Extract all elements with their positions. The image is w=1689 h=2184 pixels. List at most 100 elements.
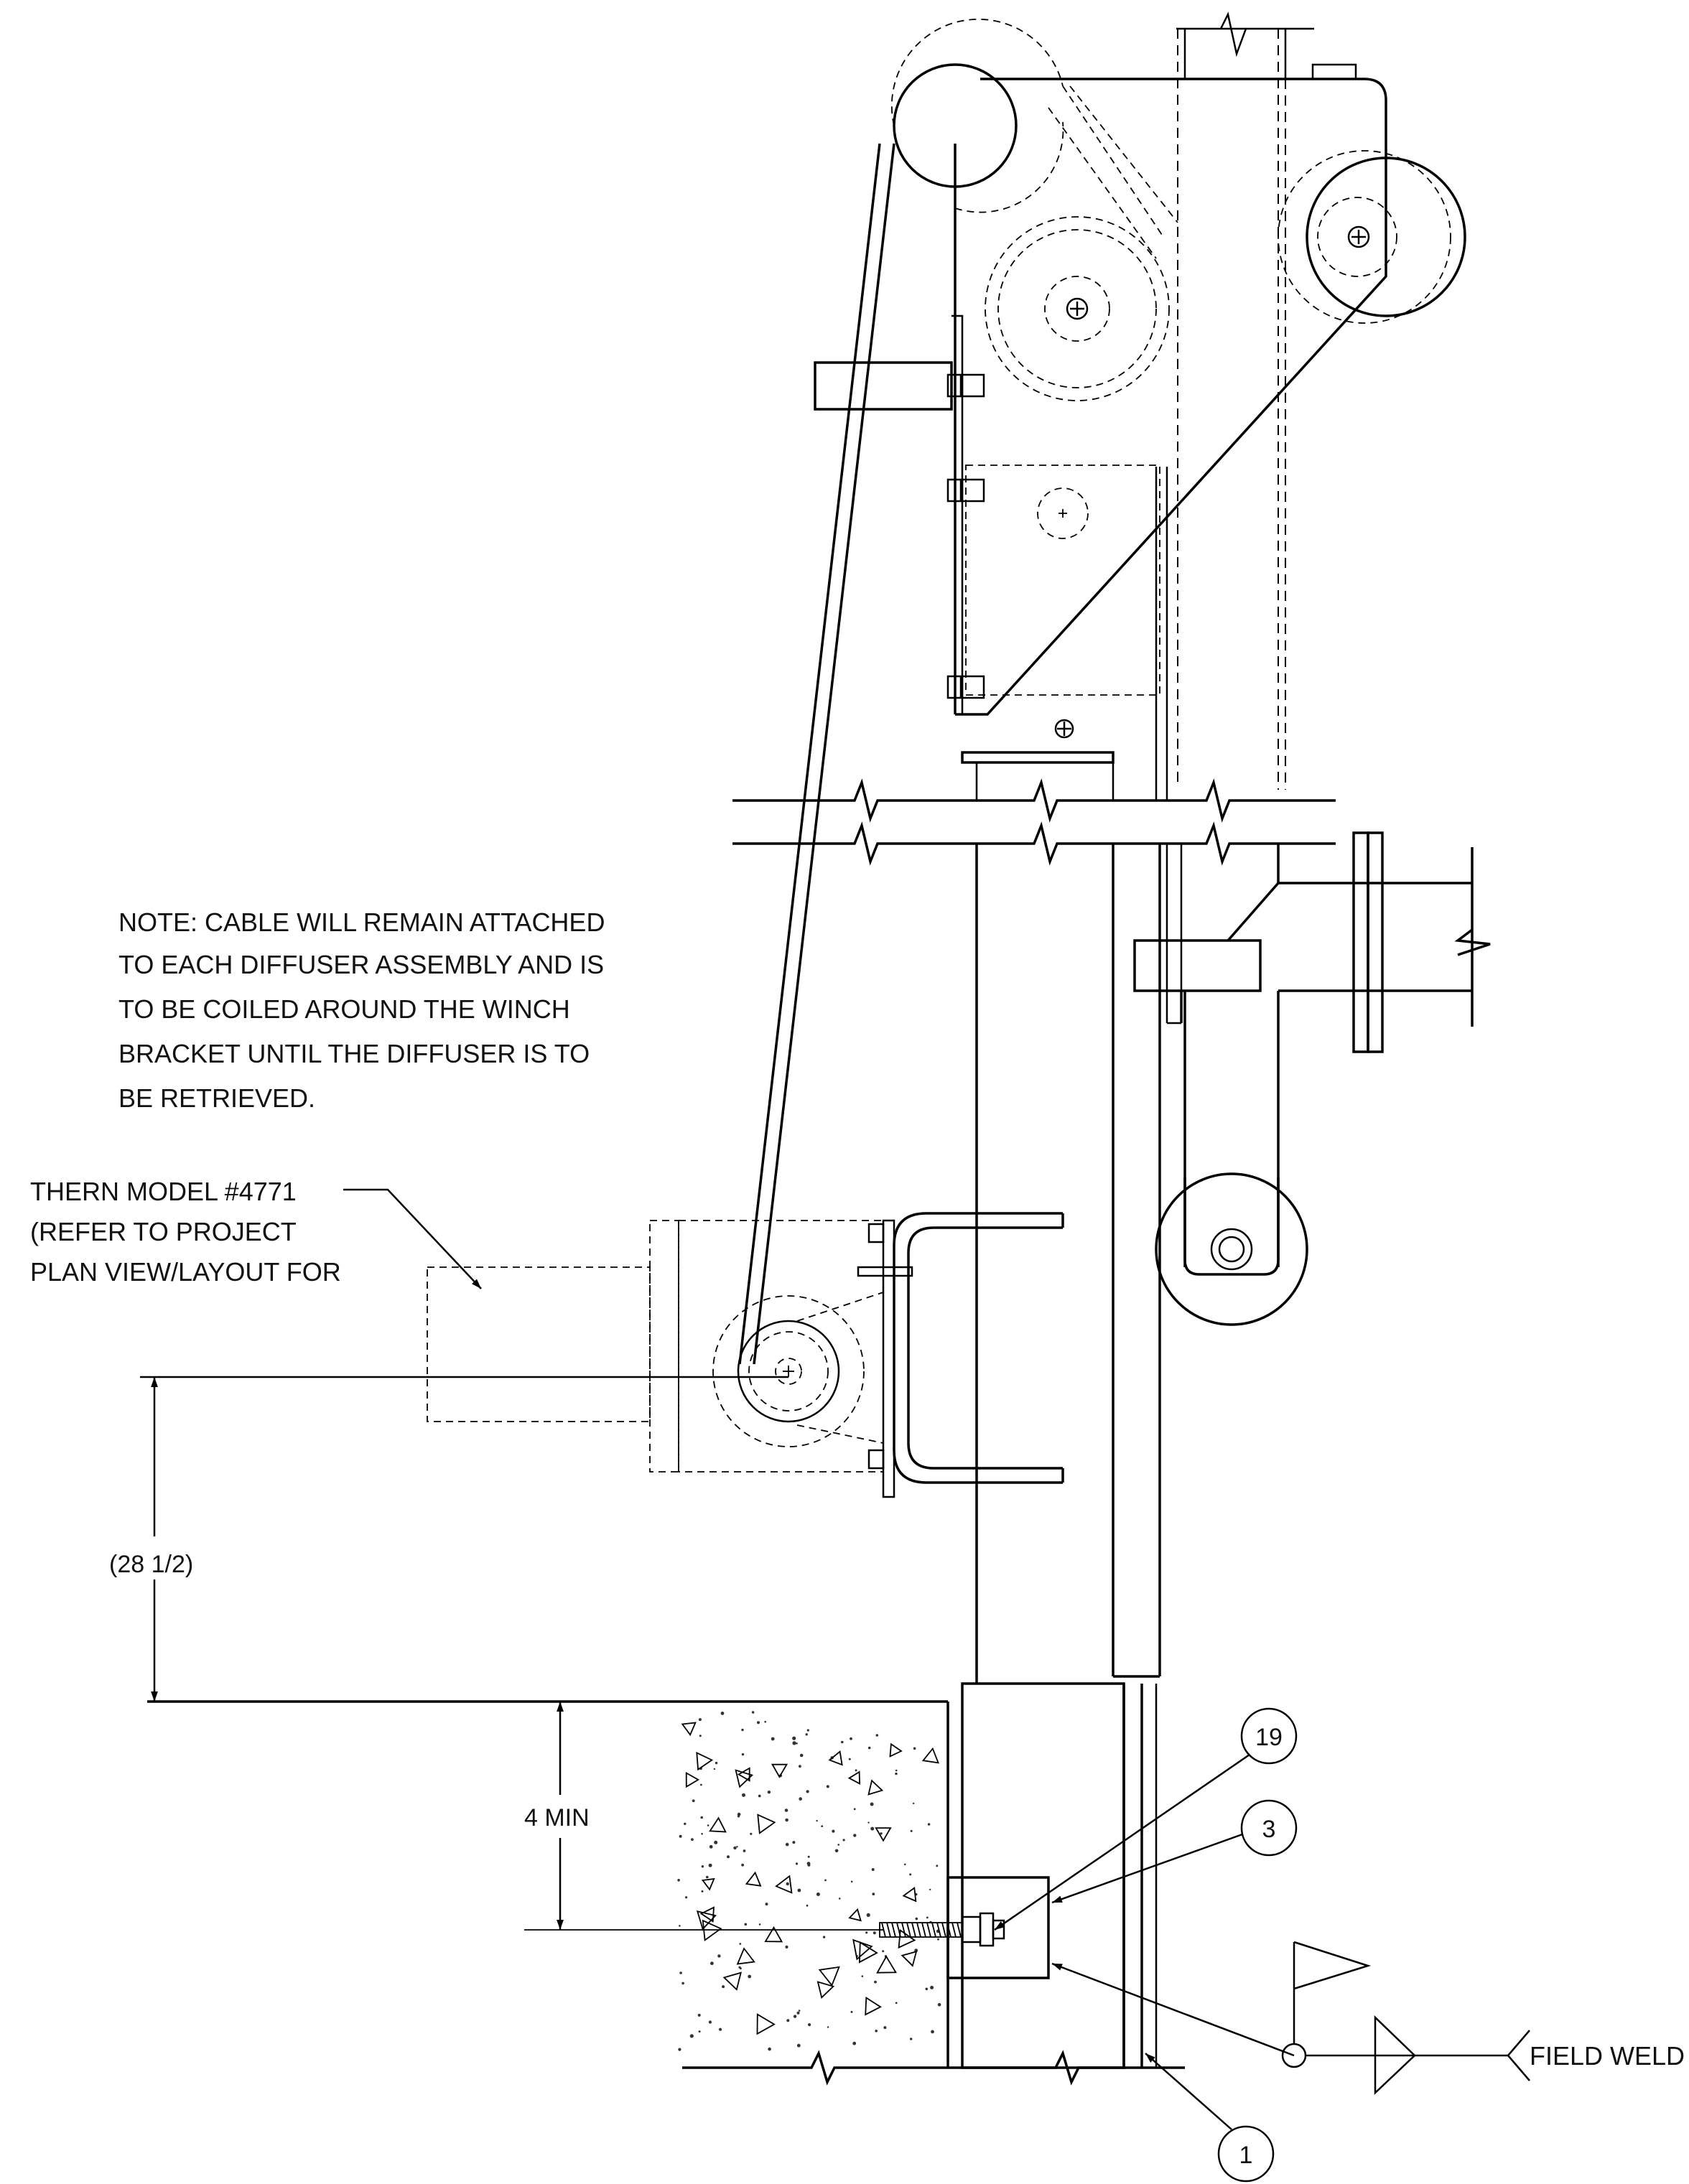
callout-3-text: 3: [1262, 1816, 1276, 1843]
concrete-speck: [930, 1985, 934, 1989]
thread-mark: [901, 1922, 906, 1938]
concrete-aggregate: [921, 1747, 940, 1764]
concrete-speck: [874, 1980, 877, 1984]
concrete-aggregate: [828, 1750, 843, 1766]
concrete-speck: [719, 2027, 722, 2031]
concrete-speck: [720, 1712, 725, 1715]
concrete-speck: [768, 2047, 771, 2051]
callout-19-text: 19: [1255, 1724, 1283, 1751]
concrete-section: [147, 1700, 1185, 2086]
concrete-speck: [698, 2030, 701, 2033]
thread-mark: [891, 1922, 896, 1938]
dimension-embed-text: 4 MIN: [524, 1804, 590, 1831]
concrete-speck: [909, 1873, 912, 1876]
concrete-speck: [861, 1975, 864, 1977]
concrete-speck: [841, 1740, 844, 1744]
cable-note: NOTE: CABLE WILL REMAIN ATTACHED TO EACH…: [118, 907, 605, 1113]
concrete-speck: [925, 1987, 929, 1991]
concrete-speck: [848, 1758, 851, 1760]
concrete-speck: [708, 2020, 712, 2024]
concrete-speck: [743, 1849, 746, 1852]
concrete-speck: [832, 1829, 835, 1833]
concrete-speck: [679, 1925, 681, 1927]
concrete-speck: [910, 2038, 913, 2040]
concrete-speck: [926, 1916, 929, 1919]
concrete-speck: [937, 2002, 941, 2007]
concrete-speck: [895, 2002, 898, 2005]
concrete-speck: [758, 1794, 761, 1798]
concrete-aggregate: [757, 1814, 776, 1834]
concrete-speck: [792, 1841, 796, 1844]
field-weld-text: FIELD WELD: [1530, 2041, 1685, 2071]
thread-mark: [911, 1922, 916, 1938]
concrete-speck: [706, 1875, 709, 1879]
concrete-speck: [765, 1903, 768, 1906]
concrete-speck: [807, 1863, 811, 1867]
concrete-speck: [700, 1816, 703, 1819]
concrete-speck: [867, 1821, 870, 1824]
concrete-aggregate: [875, 1827, 892, 1842]
concrete-speck: [798, 2010, 801, 2012]
concrete-speck: [699, 1735, 702, 1737]
vertical-columns: [961, 467, 1183, 2069]
concrete-speck: [741, 1863, 744, 1867]
callout-3: 3: [1051, 1799, 1298, 1904]
concrete-aggregate: [858, 1941, 878, 1964]
concrete-aggregate: [709, 1816, 727, 1833]
concrete-speck: [850, 2010, 853, 2013]
concrete-speck: [792, 1736, 796, 1740]
concrete-speck: [806, 1790, 809, 1793]
concrete-speck: [808, 2023, 811, 2027]
concrete-aggregate: [736, 1947, 755, 1965]
concrete-speck: [850, 1737, 852, 1740]
concrete-speck: [806, 1729, 809, 1732]
concrete-speck: [852, 2041, 857, 2045]
break-lines: [732, 778, 1336, 866]
concrete-speck: [937, 1938, 939, 1941]
right-arm-assembly: [1133, 831, 1491, 1326]
concrete-speck: [870, 1802, 874, 1806]
thread-mark: [936, 1922, 941, 1938]
diffuser-label-line-3: PLAN VIEW/LAYOUT FOR: [30, 1257, 341, 1287]
diffuser-label-line-2: (REFER TO PROJECT: [30, 1217, 297, 1246]
concrete-speck: [915, 1917, 918, 1921]
concrete-speck: [757, 1721, 760, 1725]
concrete-speck: [837, 1844, 839, 1846]
note-line-5: BE RETRIEVED.: [118, 1083, 315, 1113]
concrete-speck: [872, 1893, 875, 1896]
concrete-speck: [816, 1893, 820, 1896]
concrete-speck: [744, 1923, 748, 1926]
concrete-speck: [806, 1904, 809, 1907]
concrete-aggregate: [876, 1955, 897, 1974]
concrete-speck: [792, 1741, 796, 1745]
concrete-speck: [707, 1824, 709, 1826]
diffuser-label: THERN MODEL #4771 (REFER TO PROJECT PLAN…: [30, 1177, 482, 1289]
concrete-speck: [785, 1842, 789, 1847]
concrete-speck: [736, 1846, 738, 1848]
concrete-aggregate: [737, 1767, 750, 1782]
concrete-speck: [733, 1846, 737, 1850]
bolt-group-upper: [946, 373, 985, 699]
concrete-speck: [842, 1839, 845, 1842]
concrete-speck: [767, 1791, 771, 1794]
concrete-speck: [742, 1793, 745, 1797]
thread-mark: [957, 1922, 962, 1938]
concrete-speck: [873, 1931, 876, 1935]
concrete-aggregate: [745, 1871, 762, 1887]
concrete-speck: [679, 1971, 682, 1974]
anchor-bolt: [524, 1876, 1050, 1979]
concrete-aggregate: [867, 1779, 884, 1796]
concrete-speck: [771, 1737, 775, 1741]
concrete-speck: [875, 1734, 879, 1737]
concrete-aggregate: [756, 2013, 776, 2035]
concrete-speck: [895, 1769, 898, 1772]
concrete-speck: [931, 2030, 934, 2034]
thread-mark: [946, 1922, 951, 1938]
concrete-speck: [698, 1718, 702, 1722]
concrete-speck: [799, 1753, 804, 1758]
concrete-speck: [824, 1879, 827, 1882]
concrete-aggregate: [847, 1770, 861, 1785]
concrete-aggregate: [902, 1886, 917, 1903]
concrete-speck: [739, 1943, 742, 1945]
concrete-speck: [701, 1833, 703, 1835]
